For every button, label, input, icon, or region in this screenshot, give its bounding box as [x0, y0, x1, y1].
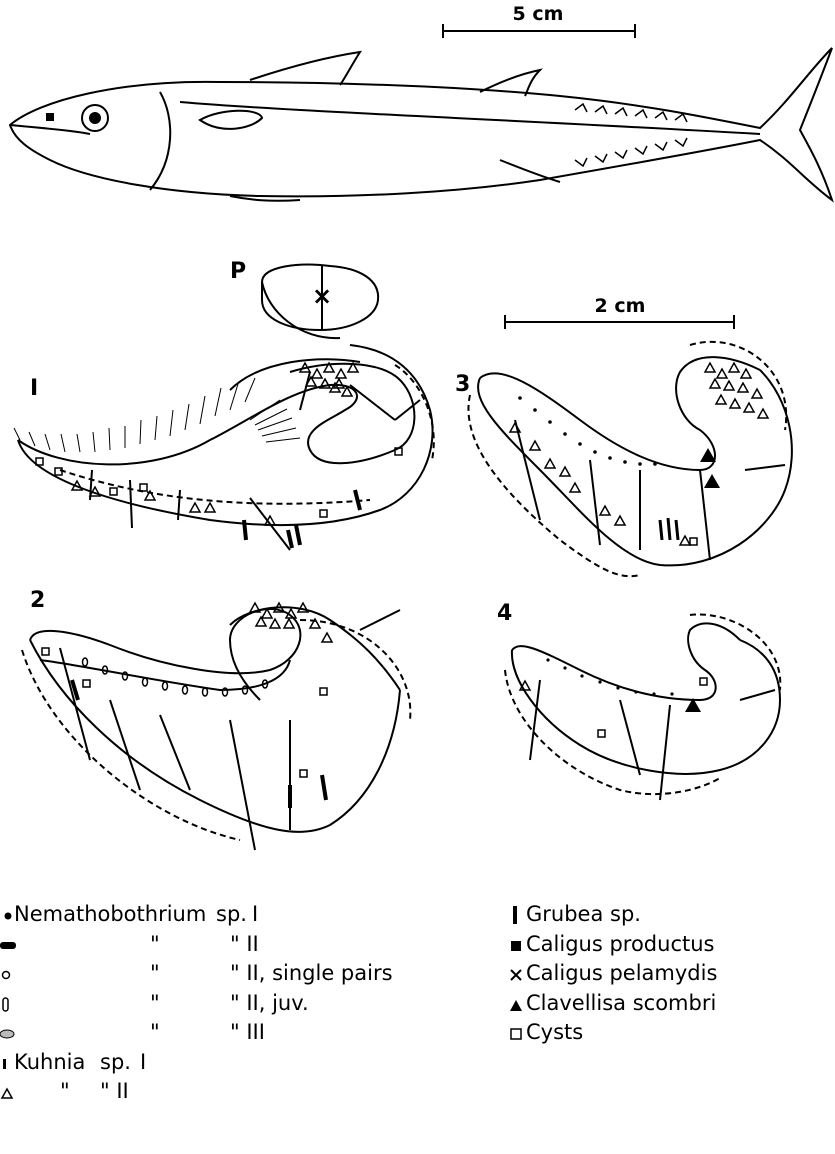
legend-col2: sp.	[100, 1048, 131, 1078]
shaded-ellipse-icon	[0, 1018, 18, 1048]
legend-name: Kuhnia	[14, 1048, 85, 1078]
caligus-pelamydis-marker: ×	[312, 282, 332, 310]
legend-name: Nematho­bothrium	[14, 900, 206, 930]
legend-item-caligus-productus: Caligus productus	[510, 930, 830, 960]
panel-3-label: 3	[455, 372, 470, 397]
open-triangle-icon	[0, 1077, 18, 1107]
gill-openings-4	[546, 658, 673, 695]
panel-4-label: 4	[497, 601, 512, 626]
legend-col2: "	[150, 959, 160, 989]
legend-col3: " III	[230, 1018, 265, 1048]
gill-arch-1	[18, 345, 434, 550]
gill-rakers-1	[14, 378, 300, 452]
legend-item-cysts: Cysts	[510, 1018, 830, 1048]
legend-item-nemathobothrium-3: " " II, single pairs	[0, 959, 480, 989]
legend-item-caligus-pelamydis: Caligus pelamydis	[510, 959, 830, 989]
legend-label: Cysts	[526, 1018, 583, 1048]
legend-col3: " II, single pairs	[230, 959, 393, 989]
legend-item-nemathobothrium-1: Nematho­bothrium sp. I	[0, 900, 480, 930]
legend-item-kuhnia-1: Kuhnia sp. I	[0, 1048, 480, 1078]
panel-2-label: 2	[30, 588, 45, 613]
panel-1-label: I	[30, 376, 38, 401]
legend-left: Nematho­bothrium sp. I " " II " " II, si…	[0, 900, 480, 1107]
legend-col2: "	[150, 1018, 160, 1048]
legend-col2: "	[150, 989, 160, 1019]
gill-openings-2	[83, 658, 268, 696]
legend-col2: "	[60, 1077, 70, 1107]
figure-drawing: 5 cm P × 2 cm I	[0, 0, 835, 880]
parasites-4	[520, 678, 707, 737]
caligus-productus-marker	[46, 113, 54, 121]
gill-scale-label: 2 cm	[595, 295, 646, 317]
legend-col3: I	[140, 1048, 146, 1078]
legend-col2: sp.	[216, 900, 247, 930]
gill-arch-4	[505, 614, 780, 800]
legend-item-nemathobothrium-2: " " II	[0, 930, 480, 960]
legend-item-nemathobothrium-4: " " II, juv.	[0, 989, 480, 1019]
fish-outline	[10, 48, 832, 201]
legend-right: Grubea sp. Caligus productus Caligus pel…	[510, 900, 830, 1048]
legend-col3: " II, juv.	[230, 989, 309, 1019]
grubea-2	[72, 680, 326, 808]
panel-p-label: P	[230, 259, 246, 284]
legend-item-kuhnia-2: " " II	[0, 1077, 480, 1107]
legend-label: Clavellisa scombri	[526, 989, 716, 1019]
legend-label: Caligus pelamydis	[526, 959, 717, 989]
legend-label: Caligus productus	[526, 930, 714, 960]
fish-scale-label: 5 cm	[513, 3, 564, 25]
legend-col3: " II	[100, 1077, 129, 1107]
fish-scale-bar	[443, 24, 635, 38]
legend-col3: " II	[230, 930, 259, 960]
open-capsule-icon	[0, 989, 18, 1019]
thick-bar-icon	[0, 930, 18, 960]
gill-arch-2	[22, 607, 410, 850]
legend-item-clavellisa: Clavellisa scombri	[510, 989, 830, 1019]
legend-item-grubea: Grubea sp.	[510, 900, 830, 930]
gill-arch-3	[468, 342, 791, 576]
legend-col2: "	[150, 930, 160, 960]
legend-item-nemathobothrium-5: " " III	[0, 1018, 480, 1048]
gill-scale-bar	[505, 315, 734, 329]
grubea-3	[660, 518, 678, 540]
open-circle-icon	[0, 959, 18, 989]
legend-label: Grubea sp.	[526, 900, 641, 930]
legend-col3: I	[252, 900, 258, 930]
